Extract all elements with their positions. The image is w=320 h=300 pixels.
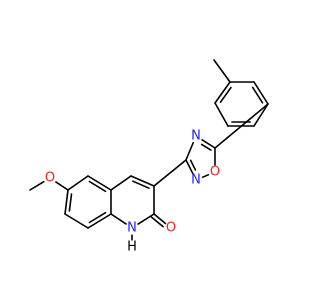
bond-c3-n2 [185,159,194,175]
bond-c3-n2-inner [189,159,197,171]
atom-om-background [43,171,57,185]
bond-q8-q8a-inner [88,211,107,224]
bond-me-a1 [213,59,231,83]
bond-q8a-n1 [110,213,127,225]
atom-o1-background [208,165,222,179]
bond-c5-n4 [201,138,216,149]
atom-n1-label: N [127,221,137,236]
atom-n4-label: N [191,129,201,144]
atom-ok-background [164,221,178,235]
bond-a2-a3 [214,102,229,127]
bond-n1-q2 [137,213,155,225]
bond-a5-a6-inner [251,86,264,104]
bond-c3-q3 [153,159,187,187]
bond-c5-n4-inner [200,143,212,151]
bond-q2-ok-second [150,216,164,228]
bond-q3-q4-inner [132,180,150,189]
bonds-layer [29,59,269,241]
bond-q4a-q5 [87,175,112,191]
atom-o1-label: O [210,165,220,180]
bond-q6-q7-inner [68,193,73,212]
atom-n1-background [125,221,139,235]
atom-h1-label: H [127,240,137,255]
bond-a5-a6 [253,81,269,105]
bond-q3-q4 [130,175,155,187]
bond-q4-q4a [110,175,132,191]
bond-q7-q8 [64,213,89,229]
bond-a1-a2-inner [219,86,232,103]
atom-ok-label: O [166,221,176,236]
bond-q4a-q5-inner [88,180,107,193]
atom-h1-background [125,240,139,254]
atom-n4-background [189,129,203,143]
bond-q5-q6 [67,175,89,191]
atom-om-label: O [45,171,55,186]
atom-n2-background [189,173,203,187]
bond-n2-o1 [201,173,210,179]
bond-n4-c3 [185,141,195,161]
bond-a4-a5 [253,103,269,127]
bond-q6-q7 [64,189,69,215]
bond-q6-om [54,181,69,191]
bond-q8-q8a [87,213,112,229]
bond-q2-ok [153,213,167,225]
bond-a1-a2 [214,81,231,104]
bond-om-cm [29,180,45,191]
atom-n2-label: N [191,173,201,188]
bond-a5-c5 [214,103,269,149]
